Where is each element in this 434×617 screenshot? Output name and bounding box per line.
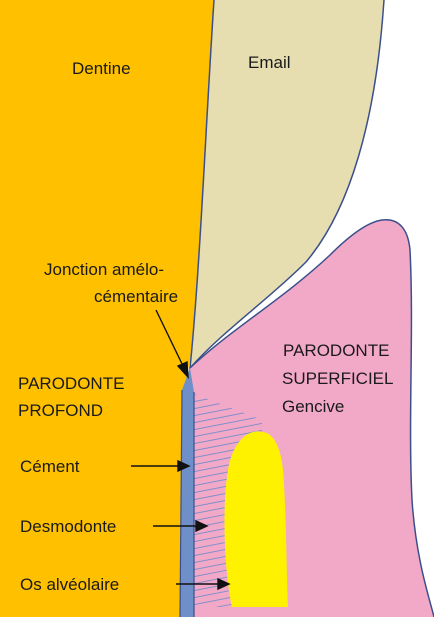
label-os-alveolaire: Os alvéolaire — [20, 575, 119, 594]
label-parodonte-prof-line1: PARODONTE — [18, 374, 124, 393]
label-gencive: Gencive — [282, 397, 344, 416]
label-email: Email — [248, 53, 291, 72]
label-parodonte-sup-line1: PARODONTE — [283, 341, 389, 360]
label-jonction-line2: cémentaire — [94, 287, 178, 306]
alveolar-bone-region — [225, 431, 288, 607]
label-parodonte-sup-line2: SUPERFICIEL — [282, 369, 393, 388]
label-dentine: Dentine — [72, 59, 131, 78]
label-cement: Cément — [20, 457, 80, 476]
label-desmodonte: Desmodonte — [20, 517, 116, 536]
label-jonction-line1: Jonction amélo- — [44, 260, 164, 279]
label-parodonte-prof-line2: PROFOND — [18, 401, 103, 420]
